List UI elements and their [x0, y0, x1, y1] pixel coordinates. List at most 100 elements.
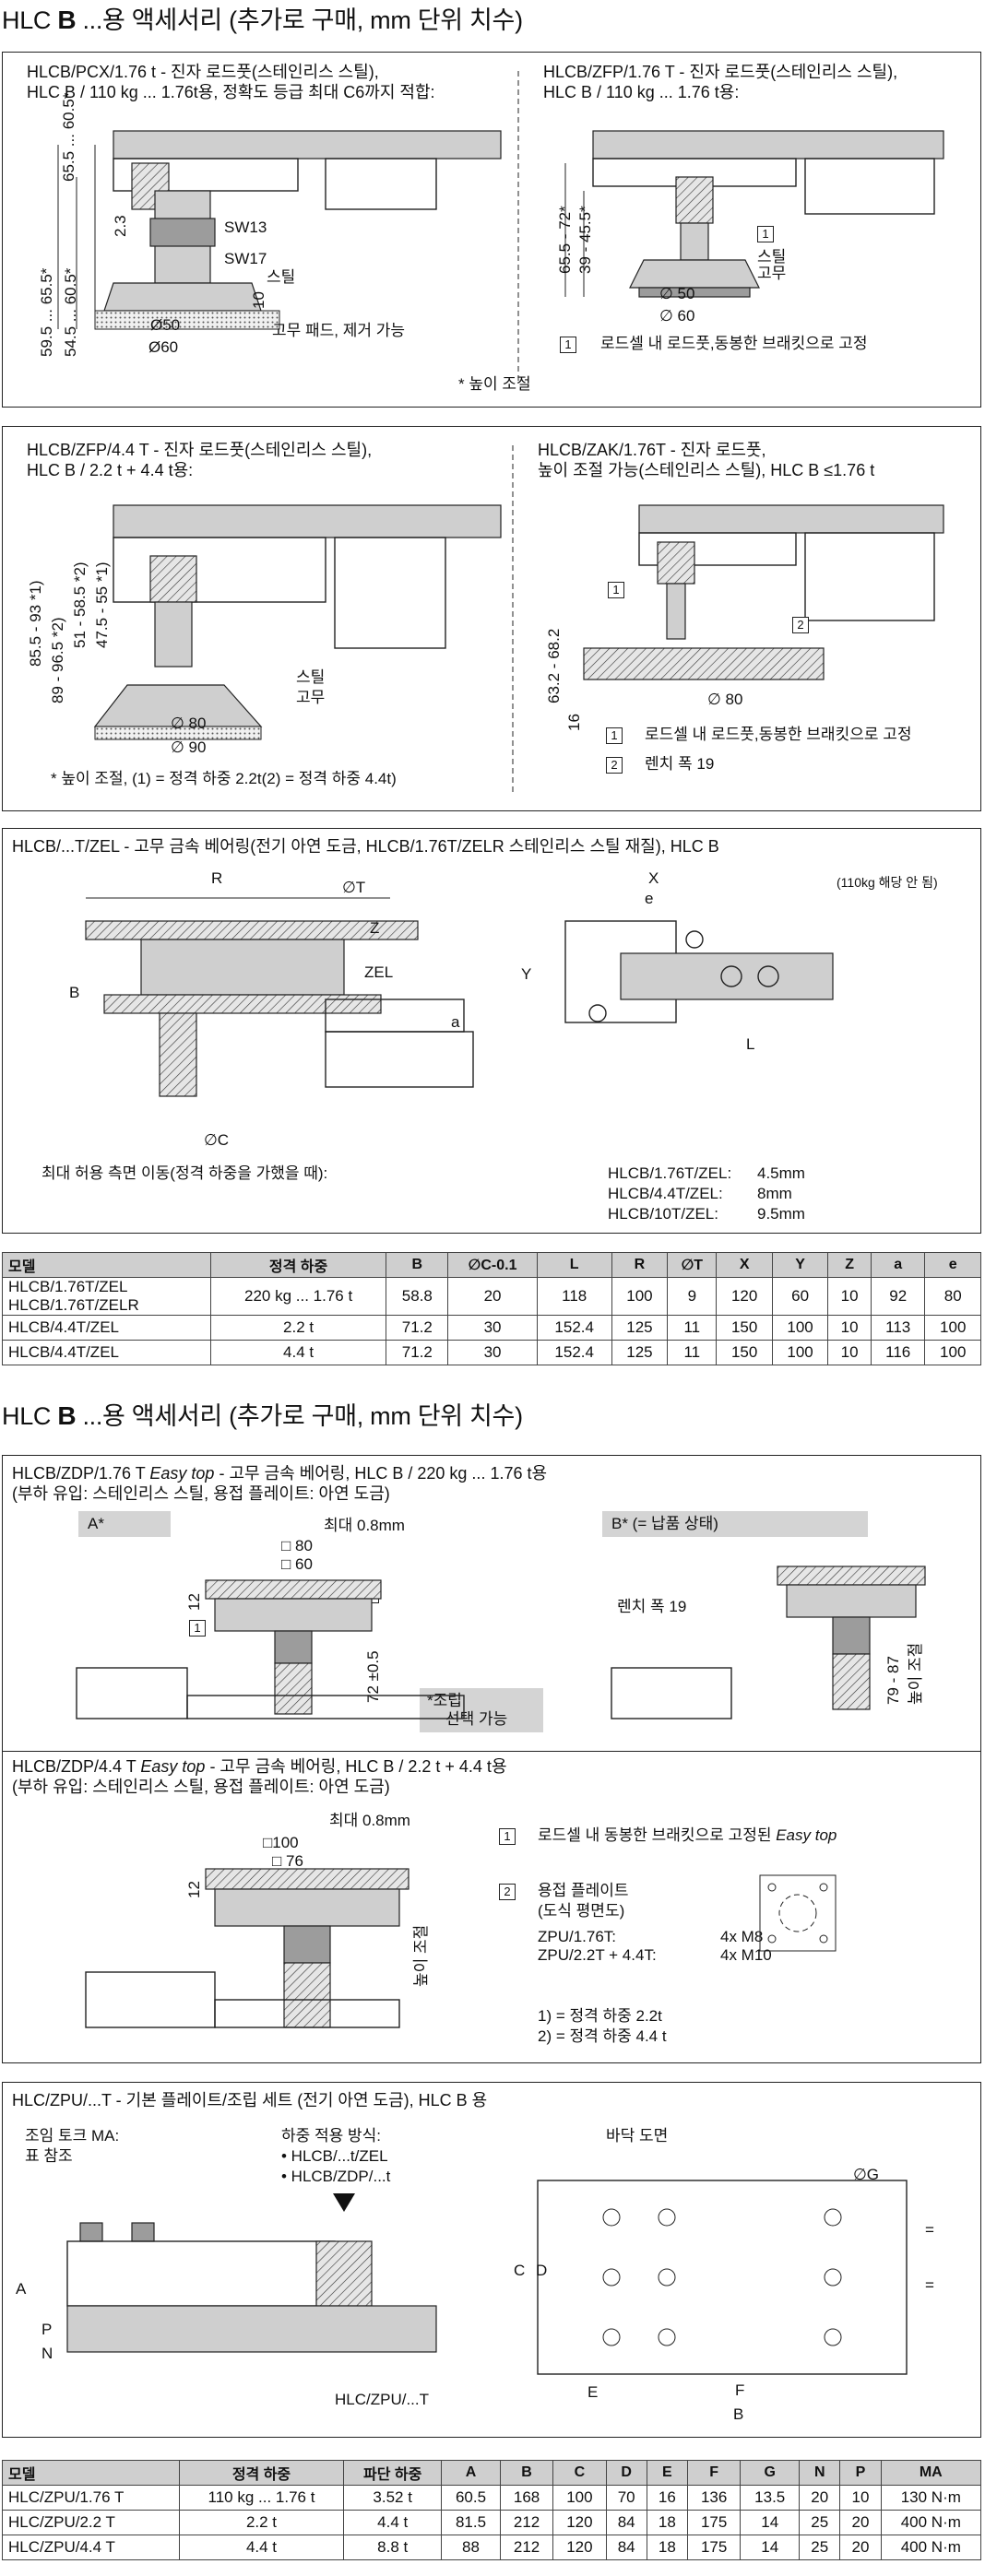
asm-line-2: 선택 가능 [445, 1710, 508, 1728]
zel-side-drawing [85, 897, 474, 1097]
dim-a: a [451, 1013, 460, 1031]
lat-row-3-model: HLCB/10T/ZEL: [608, 1205, 718, 1223]
th2-A: A [441, 2460, 501, 2486]
dim-zpu-B: B [733, 2405, 744, 2423]
zpu-cell: HLC/ZPU/1.76 T [2, 2485, 180, 2511]
zpu-cell: 20 [799, 2485, 841, 2511]
label-wrench-19: 렌치 폭 19 [617, 1598, 687, 1615]
dim-zfp44-c: 51 - 58.5 *2) [71, 561, 89, 648]
zdp44-drawing [85, 1868, 409, 2028]
zel-cell: 220 kg ... 1.76 t [209, 1277, 387, 1316]
dim-zpu-D: D [536, 2262, 548, 2279]
zpu-floor-drawing [537, 2180, 908, 2375]
zpu-cell: HLC/ZPU/2.2 T [2, 2510, 180, 2535]
dim-max-08: 최대 0.8mm [324, 1517, 405, 1534]
label-zpu-part: HLC/ZPU/...T [335, 2391, 430, 2408]
panel-zpu: HLC/ZPU/...T - 기본 플레이트/조립 세트 (전기 아연 도금),… [2, 2082, 981, 2438]
zel-cell: 100 [611, 1277, 669, 1316]
footnote-zfp44: * 높이 조절, (1) = 정격 하중 2.2t(2) = 정격 하중 4.4… [51, 770, 397, 787]
zdp44-model: HLCB/ZDP/4.4 T [12, 1757, 141, 1776]
zfp44-caption-2: HLC B / 2.2 t + 4.4 t용: [27, 461, 194, 479]
panel-pcx-zfp: HLCB/PCX/1.76 t - 진자 로드풋(스테인리스 스틸), HLC … [2, 52, 981, 408]
zpu-cell: 16 [646, 2485, 688, 2511]
th-R: R [611, 1252, 669, 1278]
note-zak-1: 로드셀 내 로드풋,동봉한 브래킷으로 고정 [645, 726, 912, 743]
dim-zpu-G: ∅G [853, 2166, 880, 2183]
callout-zak-2: 2 [792, 617, 809, 633]
dim-zfp44-b: 89 - 96.5 *2) [49, 617, 66, 703]
title-prefix: HLC [2, 6, 58, 34]
lat-row-3-value: 9.5mm [757, 1205, 805, 1223]
th2-load: 정격 하중 [178, 2460, 345, 2486]
lat-row-2-value: 8mm [757, 1185, 792, 1202]
panel-zfp44-zak: HLCB/ZFP/4.4 T - 진자 로드풋(스테인리스 스틸), HLC B… [2, 426, 981, 811]
dim-zfp44-d: 47.5 - 55 *1) [93, 561, 111, 648]
pcx-drawing [57, 130, 502, 330]
th-Y: Y [771, 1252, 829, 1278]
zpu-cell: 88 [441, 2535, 501, 2560]
dim-zfp176-d50: ∅ 50 [659, 285, 695, 302]
panel-zdp: HLCB/ZDP/1.76 T Easy top - 고무 금속 베어링, HL… [2, 1455, 981, 2063]
th-Z: Z [827, 1252, 872, 1278]
zfp44-caption-1: HLCB/ZFP/4.4 T - 진자 로드풋(스테인리스 스틸), [27, 441, 373, 459]
dim-sq60: □ 60 [281, 1555, 313, 1573]
panel-divider [517, 71, 519, 384]
note-zdp-2b: (도식 평면도) [538, 1902, 625, 1920]
zel-cell: 60 [771, 1277, 829, 1316]
lat-row-1-value: 4.5mm [757, 1164, 805, 1182]
dim-zak-d80: ∅ 80 [707, 691, 743, 708]
dim-zfp44-a: 85.5 - 93 *1) [27, 580, 44, 667]
zpu-cell: 60.5 [441, 2485, 501, 2511]
zel-cell: 113 [870, 1315, 926, 1341]
zpu-table: 모델 정격 하중 파단 하중 A B C D E F G N P MA HLC/… [2, 2460, 982, 2560]
zpu-cell: 4.4 t [343, 2510, 443, 2535]
th-T: ∅T [667, 1252, 718, 1278]
zak-caption-1: HLCB/ZAK/1.76T - 진자 로드풋, [538, 441, 766, 459]
zpu-cell: 136 [686, 2485, 742, 2511]
footnote-r1: 1) = 정격 하중 2.2t [538, 2007, 662, 2025]
panel-divider-2 [512, 445, 514, 796]
label-ZEL: ZEL [364, 963, 394, 981]
th2-MA: MA [880, 2460, 982, 2486]
zdp176-easytop: Easy top [149, 1464, 215, 1483]
zdp-divider [3, 1751, 980, 1752]
zel-cell: 120 [716, 1277, 773, 1316]
lat-row-2-model: HLCB/4.4T/ZEL: [608, 1185, 723, 1202]
zpu-cell: 175 [686, 2535, 742, 2560]
zdp176-caption-2: (부하 유입: 스테인리스 스틸, 용접 플레이트: 아연 도금) [12, 1484, 390, 1503]
zpu-cell: 81.5 [441, 2510, 501, 2535]
lat-row-1-model: HLCB/1.76T/ZEL: [608, 1164, 732, 1182]
zpu-cell: 14 [740, 2535, 801, 2560]
zpu-cell: 100 [552, 2485, 607, 2511]
pcx-caption-1: HLCB/PCX/1.76 t - 진자 로드풋(스테인리스 스틸), [27, 63, 379, 81]
dim-zfp44-d80: ∅ 80 [171, 715, 207, 732]
callout-zdp-1: 1 [189, 1620, 206, 1637]
torque-label-1: 조임 토크 MA: [25, 2127, 120, 2145]
zel-cell: 2.2 t [209, 1315, 387, 1341]
th-C: ∅C-0.1 [447, 1252, 538, 1278]
zel-cell: 152.4 [536, 1315, 612, 1341]
dim-pcx-23: 2.3 [112, 215, 129, 237]
zel-table-header: 모델 정격 하중 B ∅C-0.1 L R ∅T X Y Z a e [2, 1252, 981, 1278]
zel-cell: 100 [924, 1340, 981, 1365]
dim-pcx-10: 10 [250, 291, 267, 309]
dim-sq100: □100 [263, 1834, 299, 1851]
zel-cell: 11 [667, 1340, 718, 1365]
panel-zel: HLCB/...T/ZEL - 고무 금속 베어링(전기 아연 도금, HLCB… [2, 828, 981, 1234]
dim-zfp44-d90: ∅ 90 [171, 739, 207, 756]
footnote-height: * 높이 조절 [458, 375, 531, 393]
section-title-1: HLC B ...용 액세서리 (추가로 구매, mm 단위 치수) [2, 0, 523, 36]
th2-D: D [605, 2460, 647, 2486]
zel-cell: 152.4 [536, 1340, 612, 1365]
th-load: 정격 하중 [209, 1252, 387, 1278]
zdp44-caption-1: HLCB/ZDP/4.4 T Easy top - 고무 금속 베어링, HLC… [12, 1756, 507, 1777]
zel-note-small: (110kg 해당 안 됨) [837, 875, 938, 890]
note-zak-2: 렌치 폭 19 [645, 755, 715, 773]
th2-B: B [499, 2460, 554, 2486]
dim-zpu-eq-2: = [925, 2276, 934, 2294]
load-label-1: 하중 적용 방식: [281, 2127, 382, 2145]
zpu-cell: 175 [686, 2510, 742, 2535]
